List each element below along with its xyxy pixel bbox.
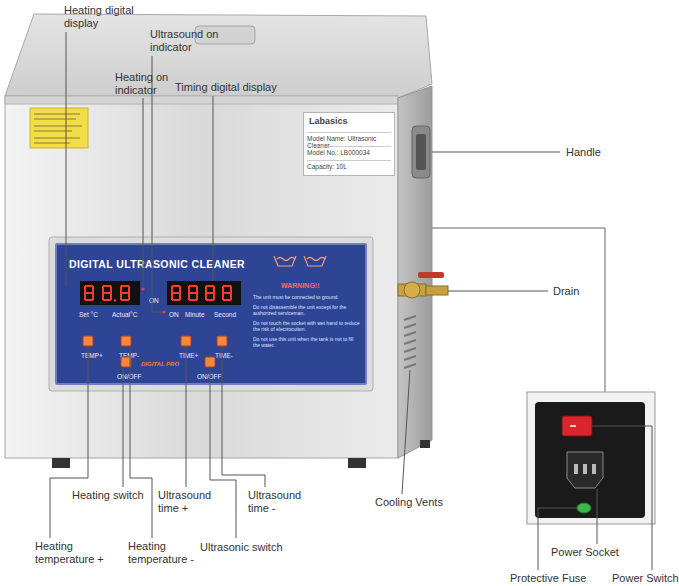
fuse: [577, 503, 591, 513]
callout-label: Protective Fuse: [510, 572, 586, 585]
handle: [412, 126, 430, 178]
handle-slot: [416, 134, 426, 170]
body-text: Model No.: LB000034: [307, 146, 391, 156]
power-switch: [562, 416, 592, 436]
callout-label: Timing digital display: [175, 81, 277, 94]
body-text: Do not use this unit when the tank is no…: [253, 337, 361, 349]
callout-label: Heating digital display: [64, 4, 154, 30]
heading-text: DIGITAL ULTRASONIC CLEANER: [69, 258, 245, 270]
cooling-vents: [404, 316, 416, 368]
sticker-line: [34, 114, 80, 115]
socket-pin: [583, 464, 587, 474]
switch-mark: [570, 425, 576, 427]
body-text: DIGITAL PRO: [141, 361, 179, 368]
panel-frame: [49, 237, 373, 391]
body-text: TEMP-: [119, 352, 139, 359]
drain-outlet: [426, 286, 448, 295]
vent-slot: [404, 364, 416, 368]
socket-pin: [592, 464, 596, 474]
inset-leader: [432, 228, 605, 392]
callout-label: Cooling Vents: [375, 496, 443, 509]
body-text: ON: [169, 311, 179, 318]
body-text: Minute: [185, 311, 205, 318]
foot: [52, 458, 70, 468]
tank-front: [5, 96, 398, 458]
leader-line: [210, 368, 236, 538]
body-text: Model Name: Ultrasonic Cleaner: [307, 132, 391, 150]
leader-line: [123, 368, 124, 487]
vent-slot: [404, 332, 416, 336]
foot: [348, 458, 366, 468]
callout-label: Ultrasound on indicator: [150, 28, 230, 54]
callout-label: Ultrasound time -: [248, 489, 310, 515]
callout-label: Power Socket: [551, 546, 619, 559]
control-panel: DIGITAL ULTRASONIC CLEANER Set °C Actual°C…: [55, 243, 367, 385]
callout-label: Heating temperature -: [128, 540, 208, 566]
body-text: Do not touch the socket with wet hand to…: [253, 321, 361, 333]
rear-panel: [535, 402, 645, 518]
body-text: WARNING!!: [281, 282, 320, 290]
drain-valve: [404, 282, 420, 298]
power-socket: [567, 452, 603, 488]
vent-slot: [404, 316, 416, 320]
callout-label: Heating switch: [72, 489, 144, 502]
inset-frame: [527, 392, 655, 524]
body-text: Second: [214, 311, 236, 318]
body-text: ON: [149, 297, 159, 304]
sticker-line: [34, 138, 80, 139]
callout-label: Power Switch: [612, 572, 679, 585]
body-text: TEMP+: [81, 352, 103, 359]
leader-line: [432, 152, 560, 153]
body-text: ON/OFF: [117, 373, 142, 380]
callout-label: Ultrasound time +: [158, 489, 220, 515]
leader-line: [538, 508, 577, 570]
warning-sticker: [30, 108, 88, 148]
leader-line: [448, 291, 548, 292]
sticker-line: [34, 143, 70, 144]
callout-label: Heating on indicator: [115, 71, 180, 97]
body-text: TIME+: [179, 352, 198, 359]
foot: [420, 440, 430, 448]
sticker-line: [34, 131, 72, 132]
sticker-line: [34, 126, 82, 127]
body-text: The unit must be connected to ground.: [253, 295, 361, 301]
callout-label: Drain: [553, 285, 579, 298]
vent-slot: [404, 356, 416, 360]
leader-lines: [50, 32, 652, 570]
vent-slot: [404, 340, 416, 344]
socket-pin: [574, 464, 578, 474]
vent-slot: [404, 348, 416, 352]
lid-rim: [5, 96, 398, 104]
leader-line: [402, 370, 410, 494]
callout-label: Handle: [566, 146, 601, 159]
body-text: ON/OFF: [197, 373, 222, 380]
sticker-print: [34, 114, 82, 143]
heading-text: Labasics: [309, 116, 391, 126]
leader-line: [597, 489, 598, 544]
valve-lever: [418, 272, 444, 278]
spec-label: LabasicsModel Name: Ultrasonic CleanerMo…: [303, 112, 395, 176]
body-text: TIME-: [215, 352, 233, 359]
body-text: Do not disassemble the unit except for t…: [253, 305, 361, 317]
callout-label: Ultrasonic switch: [200, 541, 283, 554]
sticker-line: [34, 119, 76, 120]
body-text: Actual°C: [112, 311, 137, 318]
body-text: Capacity: 10L: [307, 160, 391, 170]
body-text: Set °C: [79, 311, 98, 318]
vent-slot: [404, 324, 416, 328]
callout-label: Heating temperature +: [35, 540, 115, 566]
